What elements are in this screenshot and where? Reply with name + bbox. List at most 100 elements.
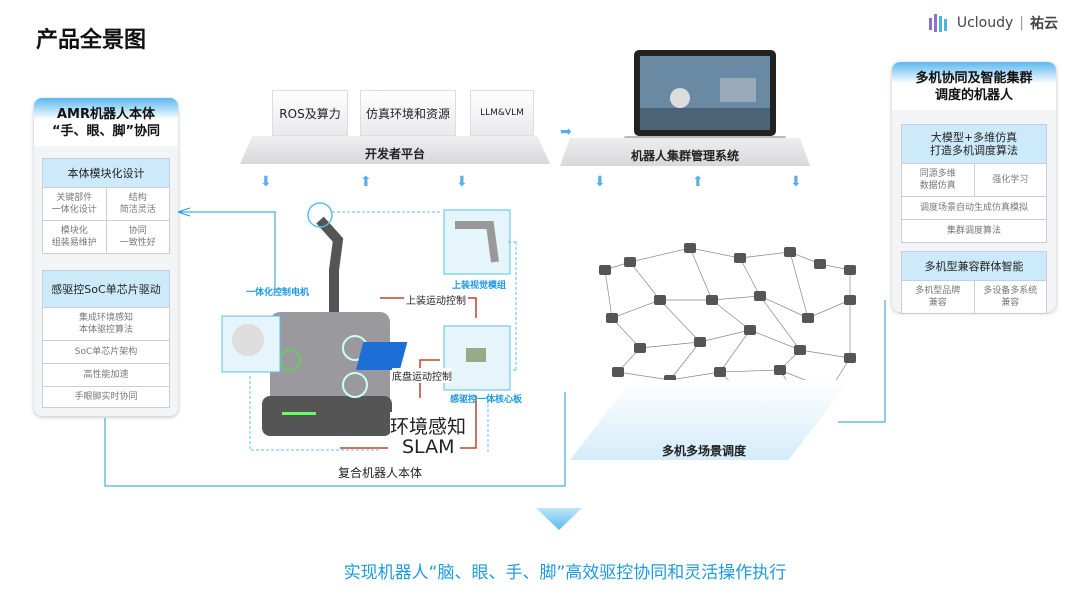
network-link: [604, 261, 631, 271]
cluster-platform-label: 机器人集群管理系统: [630, 149, 739, 163]
network-link: [799, 349, 851, 359]
ucloudy-logo-icon: [928, 14, 947, 32]
network-link: [807, 299, 851, 319]
network-link: [739, 257, 761, 297]
robot-node-icon: [612, 367, 624, 377]
env-label: 环境感知: [390, 412, 467, 439]
robot-node-icon: [814, 259, 826, 269]
arrow-right-icon: ➡: [560, 124, 572, 140]
robot-node-icon: [794, 345, 806, 355]
ros-box: ROS及算力: [272, 90, 348, 136]
down-triangle-icon: [536, 508, 582, 530]
network-link: [779, 349, 801, 371]
network-link: [759, 295, 801, 351]
robot-node-icon: [802, 313, 814, 323]
robot-node-icon: [706, 295, 718, 305]
grid-cell: 高性能加速: [83, 370, 129, 380]
grid-cell: 结构 简洁灵活: [119, 193, 156, 215]
network-link: [711, 295, 761, 301]
network-link: [719, 329, 751, 373]
robot-node-icon: [784, 247, 796, 257]
network-link: [604, 269, 613, 319]
network-link: [617, 371, 671, 381]
logo-cn: 祐云: [1030, 16, 1058, 32]
network-link: [699, 329, 751, 343]
compat-grid: 多机型兼容群体智能 多机型品牌 兼容多设备多系统 兼容: [901, 251, 1047, 314]
robot-node-icon: [744, 325, 756, 335]
arrow-down-icon: ⬇: [260, 174, 272, 190]
core-board-label: 感驱控一体核心板: [450, 395, 523, 405]
grid-cell: 协同 一致性好: [119, 226, 156, 248]
robot-node-icon: [844, 295, 856, 305]
arrow-up-icon: ⬆: [692, 174, 704, 190]
cluster-platform: 机器人集群管理系统: [560, 138, 810, 166]
robot-node-icon: [694, 337, 706, 347]
grid-header: 多机型兼容群体智能: [902, 252, 1046, 281]
logo-brand: Ucloudy: [956, 15, 1014, 31]
grid-cell: 关键部件 一体化设计: [43, 188, 107, 220]
robot-node-icon: [634, 343, 646, 353]
network-link: [639, 341, 701, 349]
network-link: [711, 299, 751, 331]
network-link: [629, 247, 691, 263]
cluster-subtitle: 调度的机器人: [934, 88, 1013, 103]
motor-label: 一体化控制电机: [246, 288, 310, 298]
network-link: [629, 261, 661, 301]
scene-label: 多机多场景调度: [662, 444, 747, 458]
vision-label: 上装视觉模组: [452, 281, 507, 291]
arrow-down-icon: ⬇: [594, 174, 606, 190]
robot-node-icon: [754, 291, 766, 301]
grid-cell: 集成环境感知 本体驱控算法: [78, 313, 133, 335]
grid-header: 感驱控SoC单芯片驱动: [43, 271, 169, 308]
soc-grid: 感驱控SoC单芯片驱动 集成环境感知 本体驱控算法 SoC单芯片架构 高性能加速…: [42, 270, 170, 408]
arrow-down-icon: ⬇: [790, 174, 802, 190]
cluster-title: 多机协同及智能集群: [915, 71, 1033, 86]
amr-title: AMR机器人本体: [56, 107, 155, 122]
network-link: [749, 329, 801, 351]
chassis-control-label: 底盘运动控制: [392, 368, 452, 383]
grid-cell: 手眼脚实时协同: [74, 392, 138, 402]
network-link: [669, 341, 701, 381]
amr-subtitle: “手、眼、脚”协同: [51, 124, 161, 139]
robot-node-icon: [774, 365, 786, 375]
network-link: [689, 247, 713, 301]
developer-platform-label: 开发者平台: [364, 147, 425, 161]
sim-box: 仿真环境和资源: [360, 90, 456, 136]
network-link: [819, 263, 851, 271]
laptop-icon: [624, 50, 786, 142]
logo: Ucloudy | 祐云: [927, 12, 1058, 34]
network-link: [759, 295, 809, 319]
robot-node-icon: [654, 295, 666, 305]
network-link: [739, 251, 791, 259]
footer-slogan: 实现机器人“脑、眼、手、脚”高效驱控协同和灵活操作执行: [343, 563, 787, 583]
grid-cell: 多设备多系统 兼容: [983, 286, 1038, 308]
network-link: [611, 317, 641, 349]
amr-panel: AMR机器人本体 “手、眼、脚”协同 本体模块化设计 关键部件 一体化设计结构 简…: [34, 98, 178, 416]
grid-cell: SoC单芯片架构: [74, 347, 138, 357]
llm-box: LLM&VLM: [470, 90, 534, 136]
robot-node-icon: [714, 367, 726, 377]
algorithm-grid: 大模型+多维仿真 打造多机调度算法 同源多维 数据仿真强化学习 调度场景自动生成…: [901, 124, 1047, 243]
network-link: [789, 251, 821, 265]
robot-node-icon: [624, 257, 636, 267]
slam-label: SLAM: [402, 436, 455, 458]
cluster-panel: 多机协同及智能集群调度的机器人 大模型+多维仿真 打造多机调度算法 同源多维 数…: [892, 62, 1056, 314]
network-link: [659, 299, 701, 343]
robot-node-icon: [844, 265, 856, 275]
network-link: [719, 369, 781, 373]
arrow-down-icon: ⬇: [456, 174, 468, 190]
grid-cell: 模块化 组装易维护: [43, 221, 107, 253]
network-link: [611, 299, 661, 319]
page-title: 产品全景图: [36, 28, 147, 53]
robot-node-icon: [684, 243, 696, 253]
robot-body-label: 复合机器人本体: [338, 466, 423, 480]
robot-body-icon: [262, 202, 392, 436]
grid-header: 大模型+多维仿真 打造多机调度算法: [902, 125, 1046, 164]
modular-design-grid: 本体模块化设计 关键部件 一体化设计结构 简洁灵活 模块化 组装易维护协同 一致…: [42, 158, 170, 254]
developer-platform: 开发者平台: [240, 136, 550, 164]
grid-cell: 调度场景自动生成仿真模拟: [919, 203, 1028, 213]
robot-node-icon: [606, 313, 618, 323]
robot-node-icon: [599, 265, 611, 275]
network-link: [789, 251, 809, 319]
network-link: [689, 247, 741, 259]
